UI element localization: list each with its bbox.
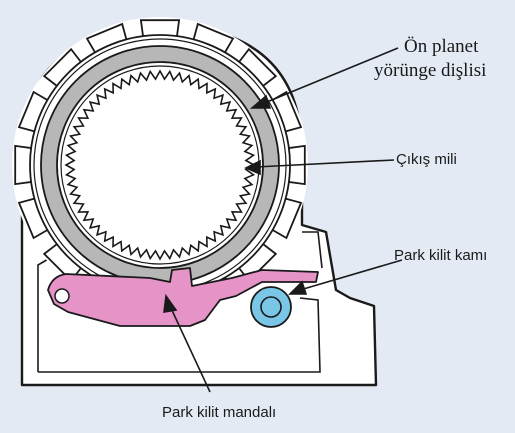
ring-gear-label-line2: yörünge dişlisi [374, 60, 487, 81]
ring-gear-label-line1: Ön planet [404, 36, 479, 57]
leader-arrows [163, 47, 403, 393]
output-shaft-arrowhead [244, 159, 261, 176]
housing-inner-edge [37, 257, 321, 373]
pawl-pivot-pin [54, 288, 70, 304]
ring-gear-arrowhead [249, 94, 272, 109]
park-cam-arrow-line [299, 259, 403, 291]
park-pawl-arrow-line [169, 305, 211, 393]
park-cam-arrowhead [288, 280, 308, 295]
park-lock-cam [250, 286, 292, 328]
park-lock-pawl [47, 267, 319, 327]
output-shaft-splines [64, 69, 256, 261]
park-lock-cam-label: Park kilit kamı [394, 247, 488, 264]
ring-gear-arrow-line [261, 47, 399, 105]
park-pawl-arrowhead [163, 293, 178, 313]
output-shaft-arrow-line [255, 159, 395, 168]
park-lock-pawl-label: Park kilit mandalı [162, 404, 277, 421]
output-shaft-label: Çıkış mili [396, 151, 457, 168]
housing-step [302, 231, 323, 269]
